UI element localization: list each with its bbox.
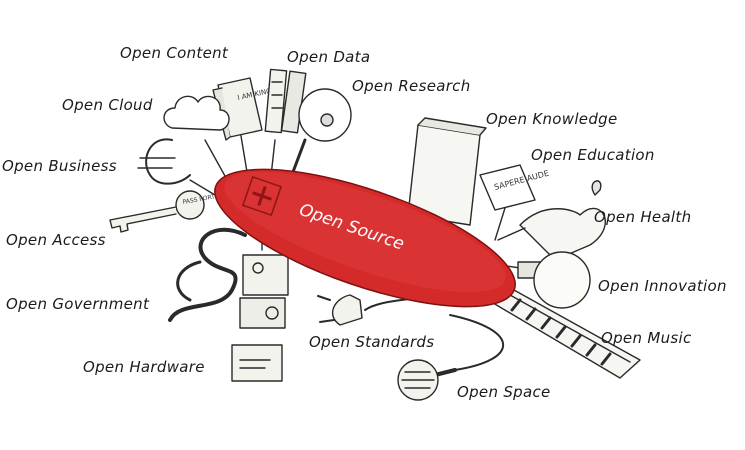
section-sign-tool-icon: [168, 227, 247, 322]
label-open-standards: Open Standards: [309, 333, 435, 351]
swiss-knife-body: Open Source: [214, 168, 516, 308]
light-bulb-tool-icon: [499, 251, 591, 309]
label-open-business: Open Business: [2, 157, 117, 175]
label-open-data: Open Data: [287, 48, 371, 66]
microphone-tool-icon: [397, 314, 504, 401]
label-open-hardware: Open Hardware: [83, 358, 205, 376]
bottles-tool-icon: [264, 68, 307, 186]
label-open-music: Open Music: [601, 329, 692, 347]
label-open-content: Open Content: [120, 44, 229, 62]
label-open-health: Open Health: [594, 208, 692, 226]
plug-tool-icon: [317, 294, 441, 326]
large-book-tool-icon: [407, 117, 487, 231]
label-open-research: Open Research: [352, 77, 471, 95]
key-tool-icon: PASS PORT: [109, 190, 216, 233]
euro-sign-tool-icon: [137, 138, 216, 196]
circuit-board-tool-icon: [231, 234, 289, 382]
label-open-space: Open Space: [457, 383, 551, 401]
label-open-knowledge: Open Knowledge: [486, 110, 618, 128]
swiss-cross-icon: [241, 175, 283, 217]
label-open-education: Open Education: [531, 146, 655, 164]
cloud-tool-icon: [163, 95, 231, 186]
label-open-innovation: Open Innovation: [598, 277, 727, 295]
heart-tool-icon: [497, 180, 606, 261]
magnifier-tool-icon: [288, 88, 352, 182]
label-open-cloud: Open Cloud: [62, 96, 153, 114]
label-open-access: Open Access: [6, 231, 106, 249]
label-open-government: Open Government: [6, 295, 150, 313]
